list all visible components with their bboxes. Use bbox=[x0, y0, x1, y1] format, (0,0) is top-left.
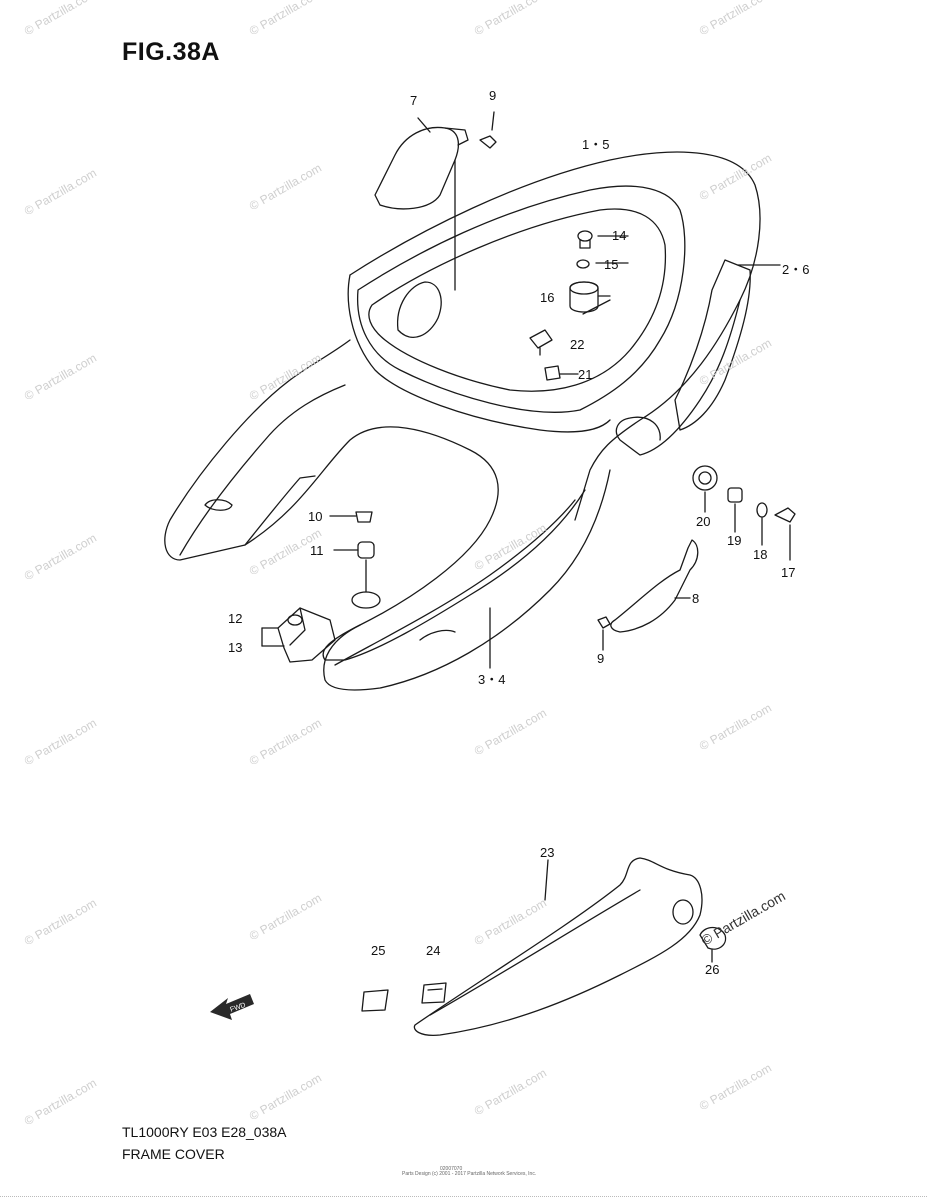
label-24 bbox=[421, 982, 447, 1004]
bracket-8 bbox=[610, 539, 699, 633]
callout-8: 8 bbox=[692, 591, 700, 606]
nut-22 bbox=[529, 329, 553, 349]
cushion-16 bbox=[569, 281, 599, 313]
seat-cowl-opening bbox=[396, 281, 442, 338]
side-cover bbox=[615, 299, 741, 456]
callout-22: 22 bbox=[570, 337, 585, 352]
bracket-7 bbox=[374, 126, 459, 210]
callout-2-6: 2・6 bbox=[782, 262, 810, 277]
seat-cowl-outline bbox=[349, 151, 761, 521]
callout-14: 14 bbox=[612, 228, 627, 243]
bolt-17 bbox=[774, 507, 796, 523]
callout-3-4: 3・4 bbox=[478, 672, 506, 687]
callout-19: 19 bbox=[727, 533, 742, 548]
figure-title: FIG.38A bbox=[122, 38, 220, 66]
inner-panel-23 bbox=[413, 857, 703, 1036]
callout-16: 16 bbox=[540, 290, 555, 305]
callout-23: 23 bbox=[540, 845, 555, 860]
callout-10: 10 bbox=[308, 509, 323, 524]
label-25 bbox=[361, 989, 389, 1012]
callout-18: 18 bbox=[753, 547, 768, 562]
callout-13: 13 bbox=[228, 640, 243, 655]
lower-frame-cover bbox=[164, 339, 611, 691]
collar-19 bbox=[727, 487, 743, 503]
seat-cowl-inner-rim bbox=[356, 185, 686, 413]
callout-9-lower: 9 bbox=[597, 651, 605, 666]
callout-1-5: 1・5 bbox=[582, 137, 610, 152]
callout-21: 21 bbox=[578, 367, 593, 382]
callout-26: 26 bbox=[705, 962, 720, 977]
bolt-9-upper bbox=[479, 135, 497, 149]
washer-18 bbox=[756, 502, 768, 518]
screw-21 bbox=[544, 365, 561, 381]
clip-26 bbox=[699, 926, 727, 950]
callout-9-upper: 9 bbox=[489, 88, 497, 103]
forward-arrow-icon: FWD bbox=[210, 994, 254, 1020]
callout-25: 25 bbox=[371, 943, 386, 958]
callout-17: 17 bbox=[781, 565, 796, 580]
callout-15: 15 bbox=[604, 257, 619, 272]
fine-print-code: 02007070 bbox=[440, 1166, 463, 1172]
spacer-15 bbox=[576, 259, 590, 269]
callout-11: 11 bbox=[310, 543, 324, 558]
rivet-14 bbox=[577, 230, 593, 242]
bracket-12-13 bbox=[277, 607, 336, 663]
section-name: FRAME COVER bbox=[122, 1146, 225, 1162]
callout-7: 7 bbox=[410, 93, 418, 108]
callout-24: 24 bbox=[426, 943, 441, 958]
callout-20: 20 bbox=[696, 514, 711, 529]
grommet-11 bbox=[357, 541, 375, 559]
fine-print-copyright: Parts Design (c) 2001 - 2017 Partzilla N… bbox=[402, 1171, 537, 1177]
bolt-9-lower bbox=[597, 616, 611, 629]
callout-12: 12 bbox=[228, 611, 243, 626]
model-code: TL1000RY E03 E28_038A bbox=[122, 1124, 287, 1140]
screw-10 bbox=[355, 511, 373, 523]
page-divider bbox=[0, 1196, 927, 1198]
grommet-20 bbox=[692, 465, 718, 491]
